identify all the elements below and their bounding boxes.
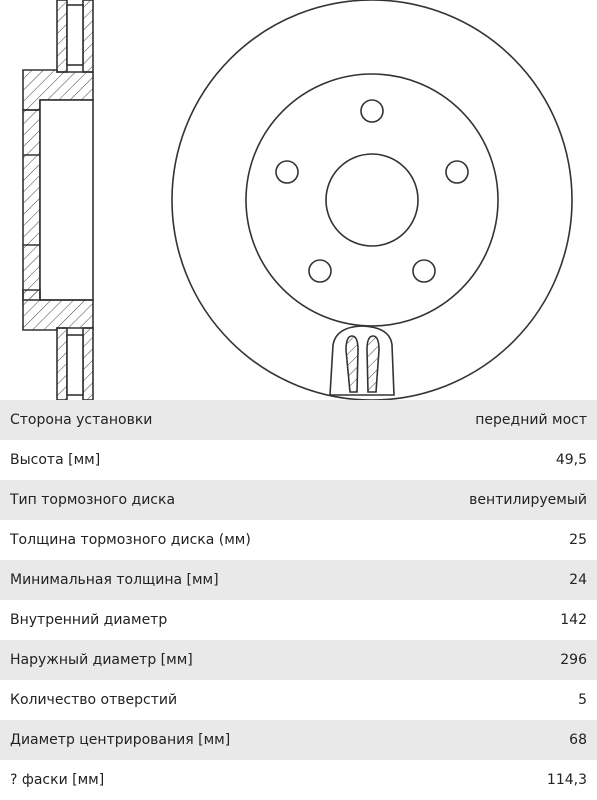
spec-label: Сторона установки [10,412,153,428]
spec-row: ? фаски [мм] 114,3 [0,760,597,800]
spec-row: Внутренний диаметр 142 [0,600,597,640]
spec-row: Сторона установки передний мост [0,400,597,440]
spec-row: Минимальная толщина [мм] 24 [0,560,597,600]
spec-label: Внутренний диаметр [10,612,168,628]
spec-value: 5 [578,692,587,708]
spec-value: 25 [569,532,587,548]
spec-row: Толщина тормозного диска (мм) 25 [0,520,597,560]
spec-label: Минимальная толщина [мм] [10,572,219,588]
specs-table: Сторона установки передний мост Высота [м… [0,400,597,800]
spec-value: 24 [569,572,587,588]
spec-row: Количество отверстий 5 [0,680,597,720]
disc-cross-section [22,0,94,400]
spec-label: Толщина тормозного диска (мм) [10,532,251,548]
spec-label: ? фаски [мм] [10,772,105,788]
spec-value: 296 [560,652,587,668]
spec-value: вентилируемый [469,492,587,508]
spec-row: Высота [мм] 49,5 [0,440,597,480]
spec-label: Высота [мм] [10,452,101,468]
spec-row: Тип тормозного диска вентилируемый [0,480,597,520]
spec-label: Диаметр центрирования [мм] [10,732,231,748]
spec-label: Тип тормозного диска [10,492,176,508]
spec-value: передний мост [475,412,587,428]
spec-value: 68 [569,732,587,748]
spec-row: Наружный диаметр [мм] 296 [0,640,597,680]
spec-value: 49,5 [555,452,587,468]
brake-disc-drawing [22,0,573,400]
spec-label: Количество отверстий [10,692,178,708]
disc-front-view [171,0,573,400]
spec-value: 114,3 [546,772,587,788]
spec-row: Диаметр центрирования [мм] 68 [0,720,597,760]
spec-label: Наружный диаметр [мм] [10,652,193,668]
spec-value: 142 [560,612,587,628]
